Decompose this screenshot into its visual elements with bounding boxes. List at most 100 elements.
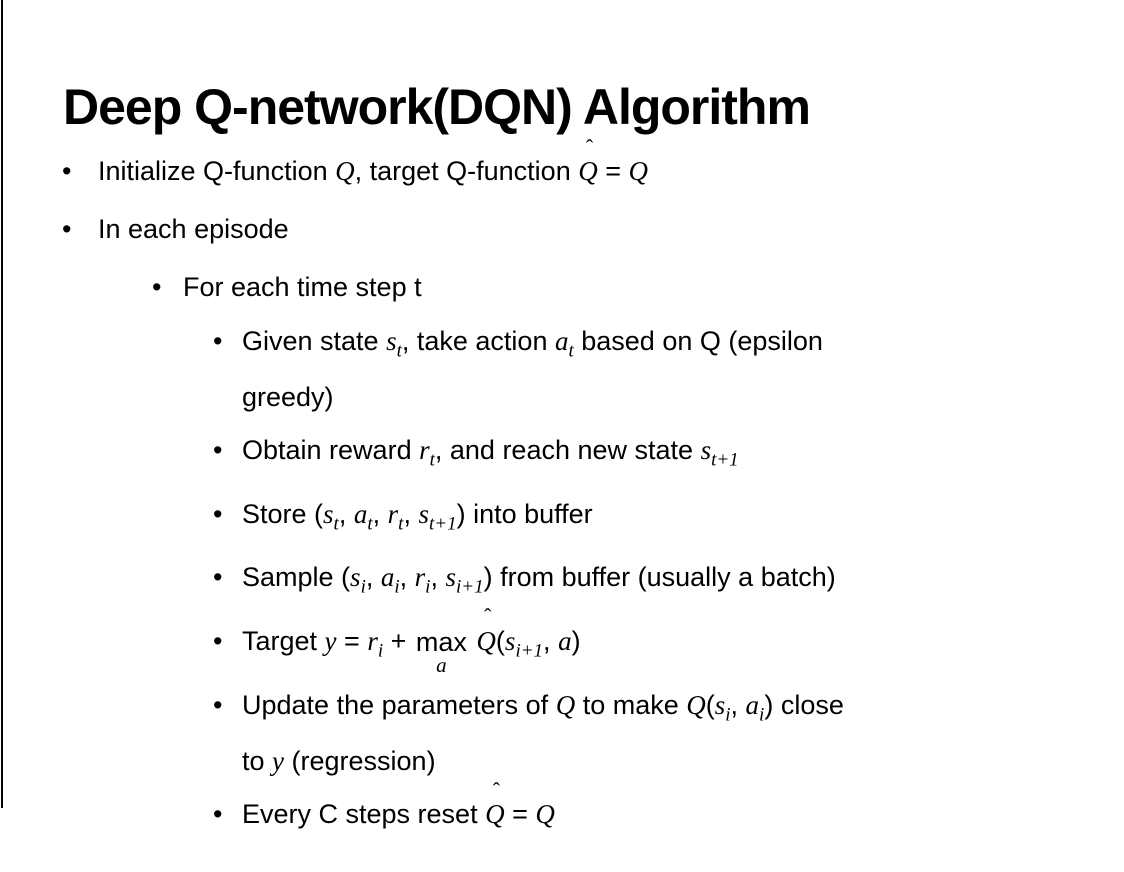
- math-subscript: t+1: [428, 513, 457, 535]
- bullet-text: Initialize Q-function Q, target Q-functi…: [98, 134, 1114, 194]
- text-run: , and reach new state: [434, 435, 701, 466]
- math-subscript: i: [360, 576, 366, 598]
- math-var: si+1: [445, 562, 484, 598]
- math-subscript: t: [367, 513, 373, 535]
- math-var: si+1: [504, 625, 544, 661]
- text-run: ) close: [764, 689, 844, 720]
- text-run: =: [597, 156, 629, 186]
- bullet-item: • In each episode: [0, 206, 1114, 252]
- bullet-icon: •: [62, 156, 72, 186]
- text-run: Store (: [242, 498, 324, 529]
- bullet-text: For each time step t: [183, 264, 1114, 310]
- max-operator: max: [415, 626, 467, 657]
- math-var: Q: [628, 156, 649, 186]
- math-var: st+1: [418, 498, 457, 535]
- math-var: ai: [745, 689, 765, 725]
- underscript-var: a: [436, 652, 447, 677]
- slide-left-border: [1, 0, 3, 808]
- bullet-icon: •: [213, 689, 223, 720]
- math-subscript: t: [396, 340, 402, 362]
- text-run: +: [383, 625, 414, 656]
- math-var: si: [714, 689, 731, 725]
- math-subscript: t+1: [711, 449, 739, 471]
- bullet-item: •Given state st, take action at based on…: [0, 318, 1114, 420]
- math-var: y: [324, 625, 337, 656]
- text-run: based on Q (epsilon: [573, 326, 823, 356]
- math-var: rt: [419, 435, 435, 471]
- math-var: st: [386, 326, 402, 362]
- bullet-item: • Initialize Q-function Q, target Q-funct…: [0, 134, 1114, 194]
- math-subscript: t: [429, 449, 435, 471]
- bullet-text: Obtain reward rt, and reach new state st…: [242, 427, 1114, 483]
- math-var: Q: [335, 156, 355, 186]
- math-var: rt: [387, 498, 404, 535]
- text-run: =: [504, 798, 536, 829]
- bullet-icon: •: [213, 625, 223, 656]
- math-var: Q: [686, 689, 706, 720]
- text-run: In each episode: [98, 214, 289, 244]
- math-var: y: [272, 745, 285, 776]
- text-run: ) into buffer: [456, 498, 593, 529]
- text-run: , take action: [401, 326, 555, 356]
- text-run: ): [571, 625, 581, 656]
- bullet-list: • Initialize Q-function Q, target Q-funct…: [0, 134, 1114, 844]
- math-subscript: t: [568, 340, 574, 362]
- math-var: at: [554, 326, 574, 362]
- text-run: ,: [430, 562, 446, 593]
- bullet-item: •Store (st, at, rt, st+1) into buffer: [0, 491, 1114, 547]
- text-run: to: [242, 745, 273, 776]
- math-var: Q: [555, 689, 576, 720]
- math-var: Q: [535, 798, 555, 829]
- math-var: a: [558, 625, 572, 656]
- bullet-icon: •: [152, 272, 162, 302]
- text-run: to make: [575, 689, 687, 720]
- hat-icon: ˆ: [484, 604, 492, 629]
- bullet-icon: •: [62, 214, 72, 244]
- hat-icon: ˆ: [492, 777, 500, 802]
- text-run: Every C steps reset: [242, 798, 486, 829]
- math-subscript: i: [394, 576, 400, 598]
- bullet-text: Given state st, take action at based on …: [242, 318, 1114, 420]
- text-run: ,: [399, 562, 415, 593]
- bullet-text: In each episode: [98, 206, 1114, 252]
- math-subscript: i: [725, 703, 731, 725]
- text-run: Sample (: [242, 562, 351, 593]
- math-subscript: i: [377, 639, 384, 661]
- bullet-icon: •: [213, 326, 223, 356]
- bullet-item: • Obtain reward rt, and reach new state s…: [0, 427, 1114, 483]
- math-var: ai: [380, 562, 400, 598]
- text-run: ) from buffer (usually a batch): [483, 562, 836, 593]
- slide-title: Deep Q-network(DQN) Algorithm: [63, 78, 811, 135]
- bullet-text: Update the parameters of Q to make Q(si,…: [242, 682, 1114, 784]
- math-var: si: [350, 562, 366, 598]
- text-run: , target Q-function: [354, 156, 579, 186]
- text-run: Obtain reward: [242, 435, 420, 466]
- hat-icon: ˆ: [585, 134, 594, 159]
- math-var: ri: [367, 625, 384, 661]
- bullet-item: • Update the parameters of Q to make Q(si…: [0, 682, 1114, 784]
- bullet-icon: •: [213, 562, 223, 593]
- text-run: [469, 626, 477, 656]
- text-run: (: [705, 689, 715, 720]
- text-run: =: [336, 625, 368, 656]
- text-run: (: [495, 625, 505, 656]
- math-subscript: i+1: [455, 576, 484, 598]
- text-run: (regression): [284, 745, 436, 776]
- text-run: ,: [365, 562, 381, 593]
- bullet-text: Sample (si, ai, ri, si+1) from buffer (u…: [242, 554, 1114, 610]
- bullet-item: • Sample (si, ai, ri, si+1) from buffer (…: [0, 554, 1114, 610]
- text-run: greedy): [242, 382, 334, 413]
- bullet-icon: •: [213, 435, 223, 466]
- text-run: For each time step t: [183, 272, 422, 302]
- math-subscript: t: [333, 513, 339, 535]
- text-run: ,: [730, 689, 746, 720]
- text-run: ,: [372, 498, 388, 529]
- bullet-icon: •: [213, 798, 223, 829]
- math-subscript: i+1: [515, 639, 544, 661]
